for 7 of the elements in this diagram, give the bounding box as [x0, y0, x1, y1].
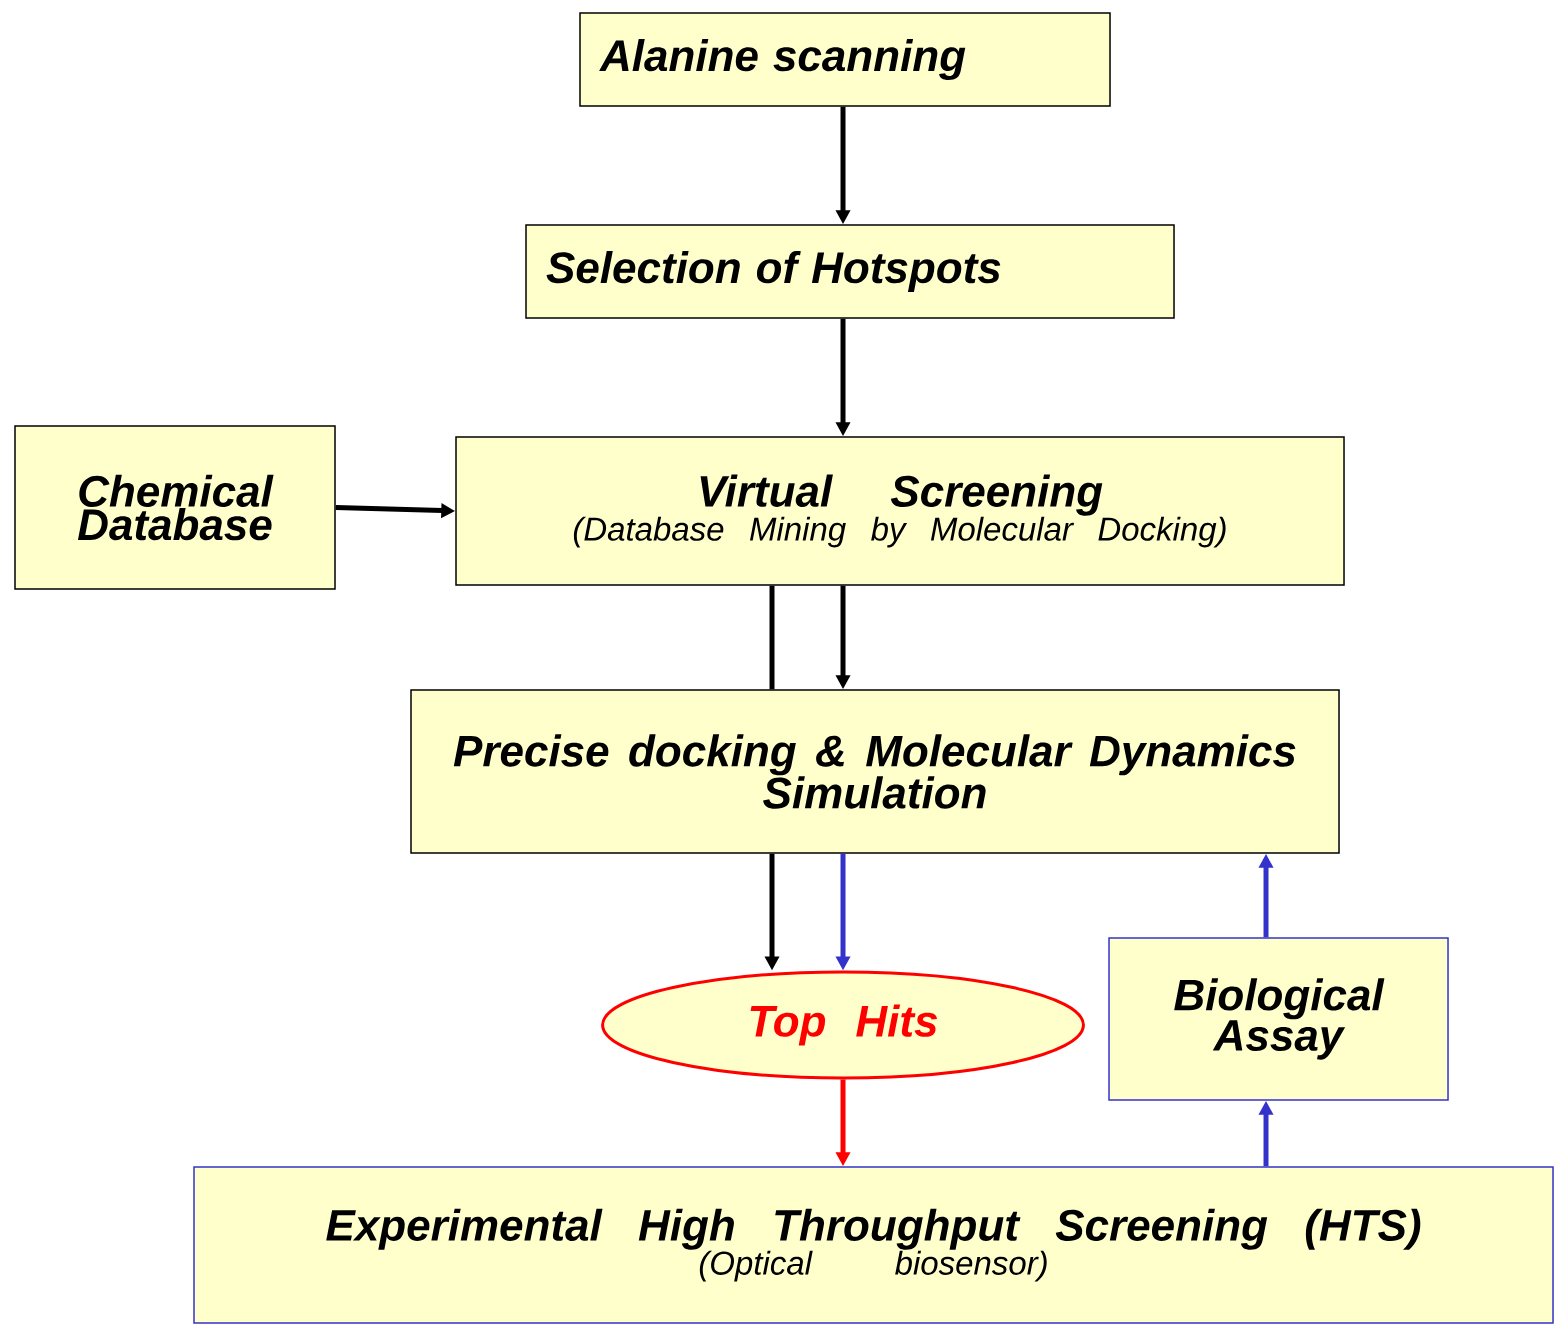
input-box: Chemical Database	[14, 425, 336, 590]
process-box: Experimental High Throughput Screening (HTS) (Optical biosensor)	[193, 1166, 1554, 1324]
process-box: Selection of Hotspots	[525, 224, 1175, 319]
assay-box: Biological Assay	[1108, 937, 1449, 1101]
process-box: Virtual Screening (Database Mining by Molecular Docking)	[455, 436, 1345, 586]
process-box: Precise docking & Molecular Dynamics Simulation	[410, 689, 1340, 854]
process-box: Alanine scanning	[579, 12, 1111, 107]
